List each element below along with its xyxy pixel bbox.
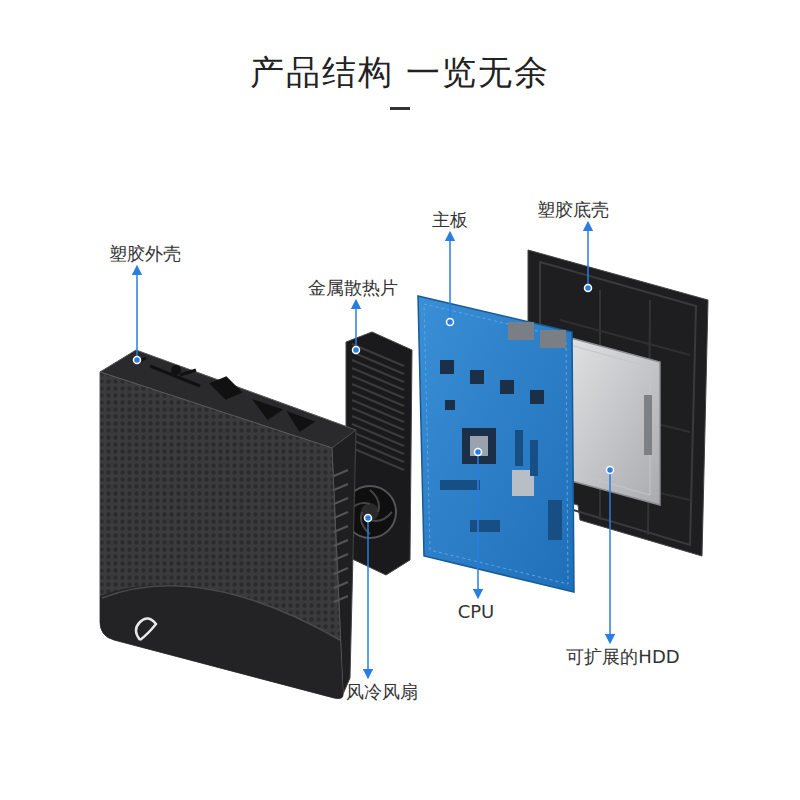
leader-dots: [353, 347, 360, 354]
motherboard: [530, 440, 538, 476]
leader-lines: [609, 470, 611, 639]
motherboard: [418, 296, 574, 592]
motherboard: [440, 360, 454, 374]
heatsink: [361, 503, 379, 521]
leader-dots: [585, 285, 592, 292]
motherboard: [548, 500, 562, 540]
motherboard: [470, 436, 488, 456]
leader-lines: [137, 226, 610, 674]
leader-dots: [365, 515, 372, 522]
motherboard: [462, 428, 496, 464]
leader-dots: [475, 449, 482, 456]
motherboard: [500, 380, 514, 394]
motherboard: [445, 400, 455, 410]
part-label: CPU: [458, 601, 495, 623]
leader-dots: [607, 467, 614, 474]
hdd: [644, 395, 652, 455]
leader-dots: [134, 285, 614, 522]
motherboard: [424, 304, 568, 584]
leader-lines: [355, 304, 357, 350]
motherboard: [418, 296, 574, 592]
motherboard: [440, 480, 480, 490]
title-dash: [390, 107, 410, 110]
motherboard: [470, 370, 484, 384]
motherboard: [540, 330, 566, 348]
part-label: 风冷风扇: [346, 681, 418, 703]
outer-case: [100, 585, 343, 699]
part-label: 可扩展的HDD: [566, 646, 679, 668]
motherboard: [530, 390, 544, 404]
motherboard: [515, 430, 523, 466]
leader-dots: [134, 357, 141, 364]
leader-lines: [136, 270, 138, 360]
outer-case: [136, 618, 156, 640]
leader-dots: [447, 319, 454, 326]
hdd: [570, 345, 650, 495]
outer-case: [171, 365, 181, 375]
outer-case: [138, 358, 312, 430]
outer-case: [334, 470, 348, 602]
motherboard: [508, 322, 534, 340]
leader-lines: [367, 518, 369, 674]
diagram-title: 产品结构 一览无余: [250, 50, 551, 96]
outer-case: [100, 350, 356, 699]
motherboard: [470, 520, 500, 532]
part-label: 塑胶外壳: [109, 243, 181, 265]
heatsink: [352, 344, 404, 470]
outer-case: [102, 586, 340, 640]
leader-lines: [587, 226, 589, 288]
part-label: 金属散热片: [308, 277, 398, 299]
part-label: 主板: [432, 209, 468, 231]
leader-lines: [449, 236, 451, 322]
part-label: 塑胶底壳: [537, 199, 609, 221]
leader-lines: [477, 452, 479, 594]
